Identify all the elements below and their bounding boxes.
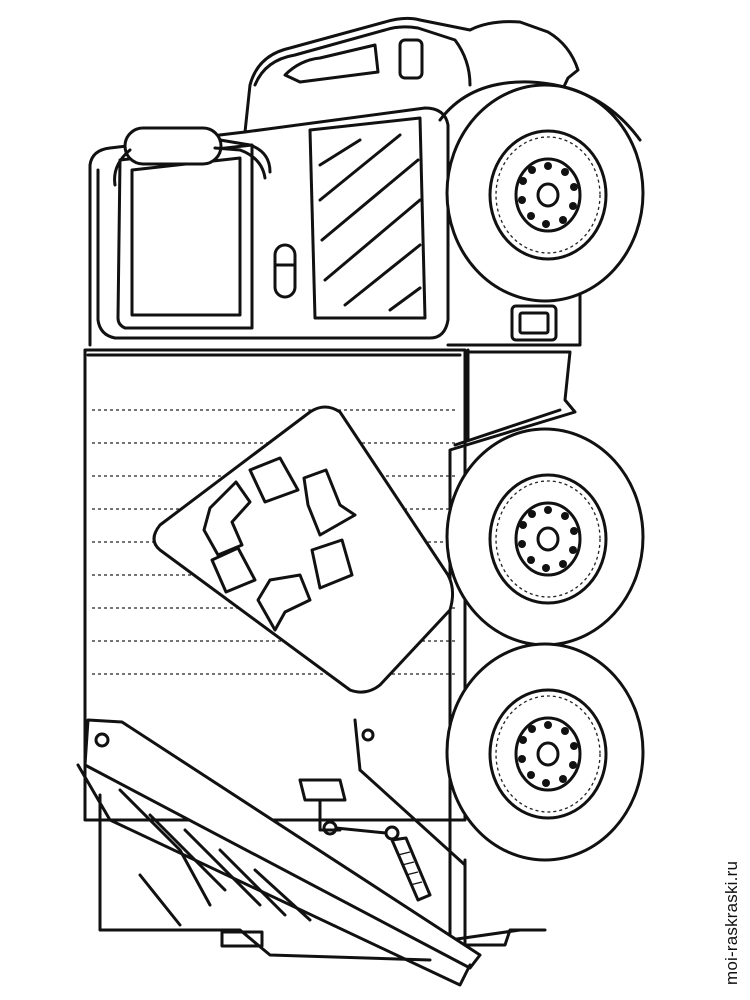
hopper-side <box>98 793 432 962</box>
cab-small-window <box>398 38 424 80</box>
recycling-triangle <box>152 405 455 694</box>
hydraulic-spring <box>390 836 432 902</box>
cab-grille <box>308 116 427 320</box>
middle-wheel-bolts <box>518 506 578 572</box>
front-wheel-bolts <box>518 162 578 228</box>
lift-arm-lower <box>76 763 472 987</box>
recycling-piece-2 <box>310 538 354 590</box>
recycling-symbol <box>152 405 455 694</box>
truck-cab <box>88 16 582 347</box>
truck-body <box>83 348 577 942</box>
front-wheel <box>445 83 645 303</box>
rear-wheel <box>445 642 645 862</box>
recycling-arrow-1 <box>202 480 252 557</box>
cab-door-window <box>130 156 242 317</box>
rear-lift-arm <box>76 718 482 987</box>
hydraulic-arm <box>298 778 347 832</box>
mirror-arm <box>113 138 272 187</box>
grille-stripes <box>318 133 422 312</box>
lift-arm-beam <box>83 718 482 970</box>
recycling-piece-3 <box>210 546 257 594</box>
cab-roof-top <box>253 25 472 87</box>
cab-hood-line <box>96 106 450 340</box>
rear-frame-line <box>463 858 547 947</box>
recycling-arrow-3 <box>256 573 312 632</box>
hopper-stripes <box>118 788 312 927</box>
side-mirror <box>123 126 223 166</box>
site-watermark: moi-raskraski.ru <box>722 860 741 985</box>
cab-door <box>116 143 254 330</box>
middle-wheel <box>445 427 645 647</box>
recycling-piece-1 <box>248 456 300 504</box>
front-fender <box>438 80 642 142</box>
door-handle <box>273 243 297 299</box>
rear-step <box>220 930 264 948</box>
container-outline <box>83 348 467 822</box>
recycling-arrow-2 <box>302 468 357 537</box>
cab-outline <box>88 16 580 347</box>
rear-wheel-bolts <box>518 721 578 787</box>
cab-side-window <box>283 43 380 84</box>
